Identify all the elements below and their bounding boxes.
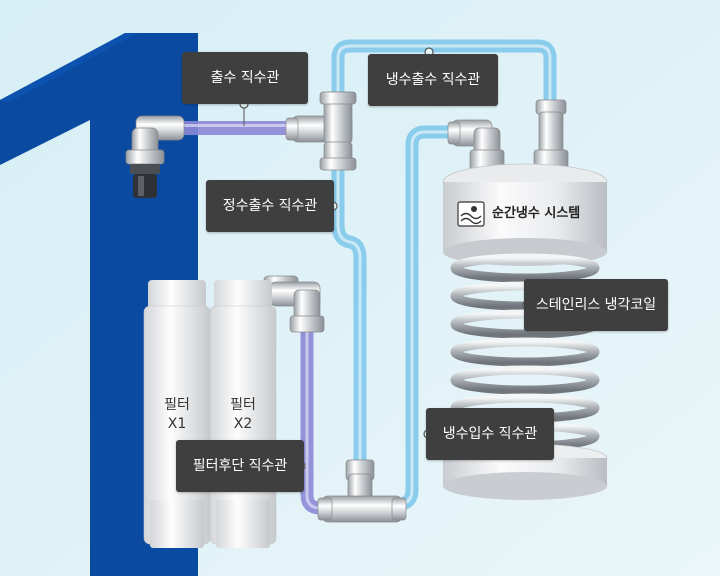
cold-outlet-pipe-callout: 냉수출수 직수관	[368, 54, 498, 106]
filter-x2-name: 필터	[230, 397, 256, 413]
filter-x1-code: X1	[167, 416, 187, 432]
filter-x2-label: 필터 X2	[213, 396, 273, 434]
stainless-coil-callout: 스테인리스 냉각코일	[524, 279, 668, 331]
purified-outlet-pipe-callout: 정수출수 직수관	[206, 180, 334, 232]
outlet-pipe-callout: 출수 직수관	[182, 52, 308, 104]
cold-inlet-elbow	[447, 119, 505, 173]
filter-x1-label: 필터 X1	[147, 396, 207, 434]
water-wave-icon	[457, 201, 485, 227]
cold-inlet-pipe-callout: 냉수입수 직수관	[426, 408, 554, 460]
faucet-elbow-fitting	[125, 115, 185, 198]
filter-x2-code: X2	[233, 416, 253, 432]
post-filter-pipe-callout: 필터후단 직수관	[176, 440, 304, 492]
cooling-system-label: 순간냉수 시스템	[492, 206, 581, 221]
filter-elbow-fitting	[263, 275, 325, 333]
filter-x1-name: 필터	[164, 397, 190, 413]
top-tee-fitting	[285, 91, 357, 171]
outlet-pipe-line	[182, 121, 294, 135]
cold-outlet-connector	[533, 99, 569, 173]
bottom-tee-fitting	[317, 459, 407, 523]
